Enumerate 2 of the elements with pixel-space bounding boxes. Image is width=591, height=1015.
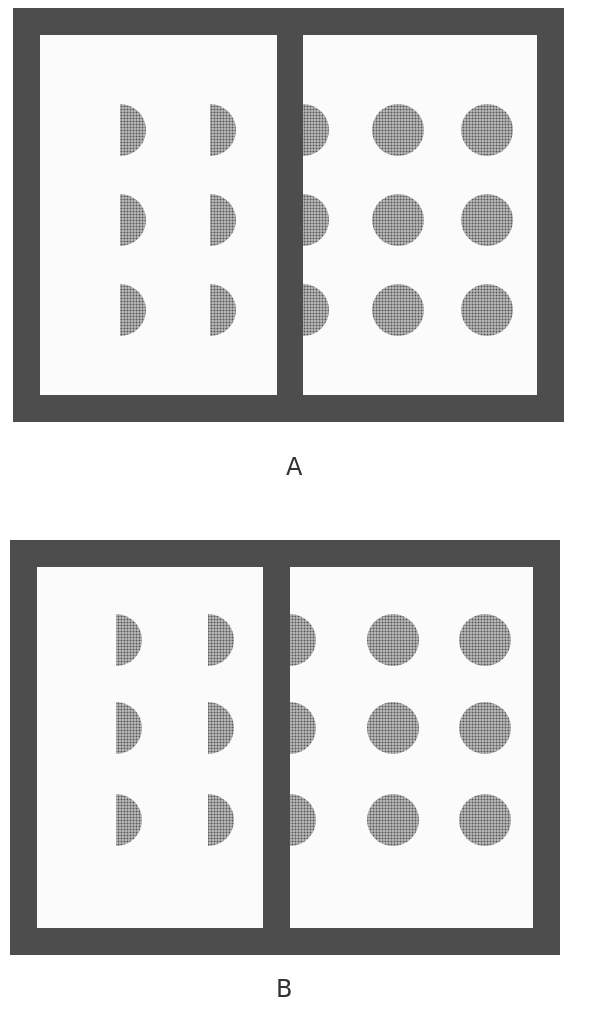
figure-label: A: [286, 455, 303, 479]
figure-label: B: [276, 977, 293, 1001]
